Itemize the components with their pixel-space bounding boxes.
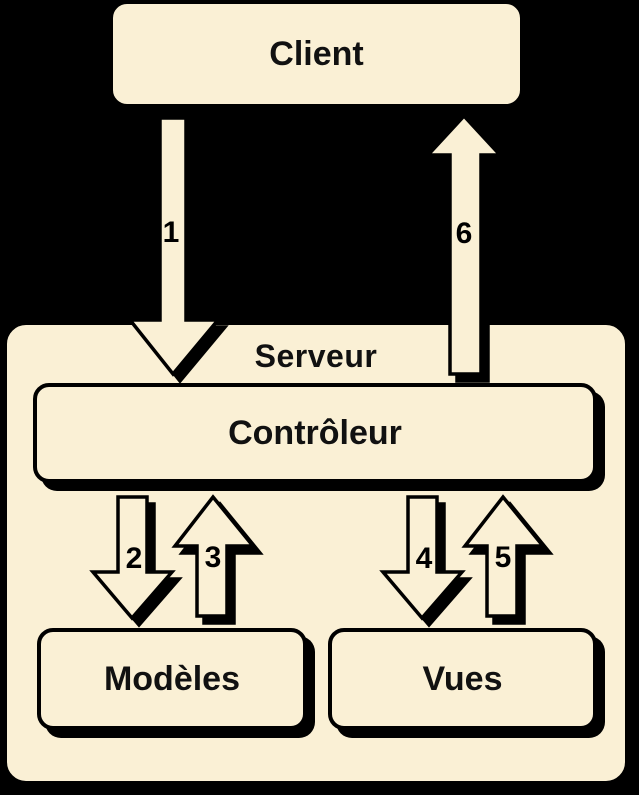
- server-label: Serveur: [254, 338, 378, 374]
- arrow-4-controller-to-views: [379, 495, 466, 621]
- arrow-1-label: 1: [162, 216, 180, 249]
- arrow-3-label: 3: [204, 541, 222, 574]
- arrow-6-controller-to-client: [424, 113, 504, 376]
- models-node: Modèles: [37, 628, 307, 730]
- views-label: Vues: [422, 659, 503, 698]
- arrow-3-models-to-controller: [171, 494, 257, 618]
- client-node: Client: [113, 4, 520, 104]
- controller-node: Contrôleur: [33, 383, 597, 483]
- arrow-1-client-to-controller: [126, 116, 222, 377]
- views-node: Vues: [328, 628, 597, 730]
- arrow-5-views-to-controller: [461, 494, 547, 618]
- models-label: Modèles: [103, 659, 241, 698]
- arrow-4-label: 4: [415, 542, 433, 575]
- controller-label: Contrôleur: [228, 413, 402, 452]
- arrow-2-label: 2: [125, 542, 143, 575]
- client-label: Client: [269, 34, 364, 73]
- arrow-6-label: 6: [455, 217, 473, 250]
- arrow-5-label: 5: [494, 541, 512, 574]
- arrow-2-controller-to-models: [89, 495, 176, 621]
